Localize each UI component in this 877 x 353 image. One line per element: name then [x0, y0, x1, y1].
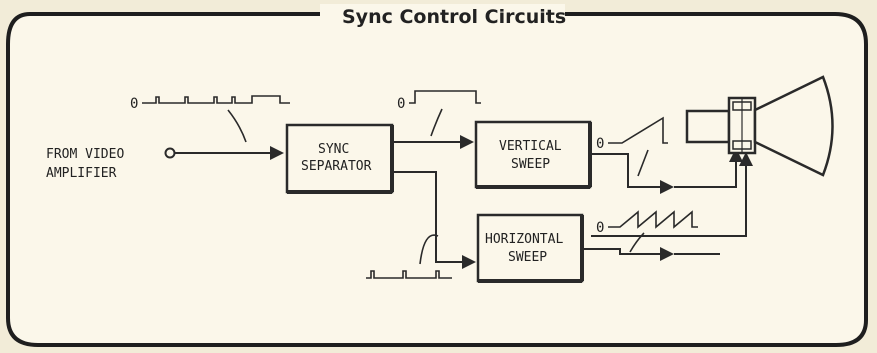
arrow-vertical-yoke	[729, 148, 743, 162]
horizontal-label-line2: SWEEP	[508, 250, 547, 265]
svg-text:0: 0	[596, 136, 604, 152]
arrow-into-horizontal	[462, 255, 476, 269]
horizontal-sawtooth-waveform: 0	[596, 210, 698, 253]
vertical-label-line1: VERTICAL	[499, 139, 562, 154]
arrow-horizontal-out	[660, 247, 674, 261]
arrow-into-sync	[270, 146, 284, 160]
wire-horizontal-to-yoke	[591, 164, 747, 237]
picture-tube	[685, 75, 834, 177]
sync-label-line2: SEPARATOR	[301, 159, 372, 174]
vertical-sawtooth-waveform: 0	[596, 116, 668, 177]
input-label-line1: FROM VIDEO	[46, 147, 124, 162]
input-terminal	[164, 147, 176, 159]
horizontal-pulse-waveform	[366, 234, 452, 279]
sync-separator-block: SYNC SEPARATOR	[285, 123, 394, 194]
composite-waveform: 0	[130, 95, 290, 143]
horizontal-label-line1: HORIZONTAL	[485, 232, 563, 247]
svg-text:0: 0	[130, 96, 138, 112]
wire-vertical-to-yoke	[674, 160, 737, 188]
vertical-sweep-block: VERTICAL SWEEP	[474, 120, 592, 189]
wire-horizontal-out	[582, 248, 660, 255]
arrow-vertical-out	[660, 180, 674, 194]
wire-sync-horizontal	[392, 171, 462, 263]
horizontal-sweep-block: HORIZONTAL SWEEP	[476, 213, 584, 283]
svg-text:0: 0	[397, 96, 405, 112]
svg-text:0: 0	[596, 220, 604, 236]
arrow-into-vertical	[460, 135, 474, 149]
vertical-label-line2: SWEEP	[511, 157, 550, 172]
diagram-title: Sync Control Circuits	[342, 6, 566, 28]
arrow-horizontal-yoke	[739, 152, 753, 166]
wire-vertical-out	[590, 153, 660, 188]
sync-label-line1: SYNC	[318, 142, 349, 157]
input-label-line2: AMPLIFIER	[46, 166, 117, 181]
vertical-pulse-waveform: 0	[397, 90, 481, 137]
